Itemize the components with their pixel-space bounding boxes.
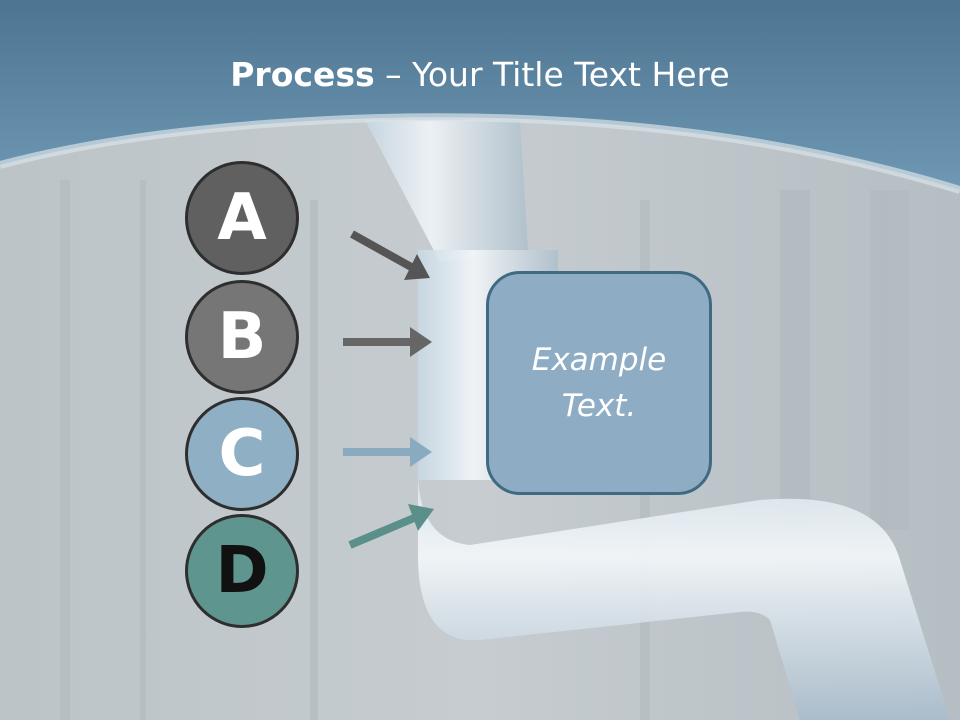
step-b-circle: B	[185, 280, 299, 394]
page-title: Process – Your Title Text Here	[0, 52, 960, 98]
arrow-d-shaft	[348, 514, 416, 549]
arrow-a-shaft	[350, 230, 415, 272]
arrow-a-head	[404, 254, 430, 280]
arrow-b	[343, 327, 432, 357]
title-bold: Process	[230, 55, 375, 94]
step-c-letter: C	[218, 417, 266, 491]
step-b-letter: B	[217, 300, 267, 374]
step-d-letter: D	[215, 534, 269, 608]
step-a-letter: A	[217, 181, 267, 255]
arrow-c	[343, 437, 432, 467]
arrow-b-head	[410, 327, 432, 357]
example-text-box: Example Text.	[486, 271, 712, 495]
arrow-d-head	[408, 504, 434, 531]
title-separator: –	[374, 55, 413, 94]
example-text: Example Text.	[531, 342, 667, 424]
arrow-d	[348, 504, 434, 549]
step-d-circle: D	[185, 514, 299, 628]
step-a-circle: A	[185, 161, 299, 275]
arrow-a	[350, 230, 430, 280]
step-c-circle: C	[185, 397, 299, 511]
title-rest: Your Title Text Here	[412, 55, 730, 94]
arrow-c-head	[410, 437, 432, 467]
